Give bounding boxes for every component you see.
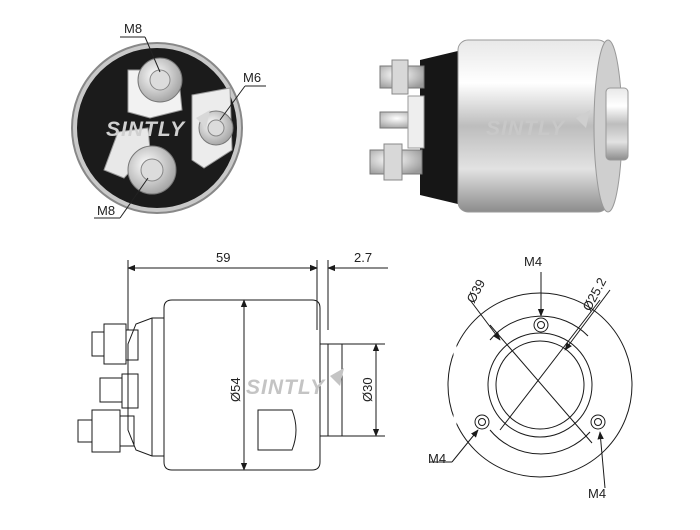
photo1-watermark: SINTLY (106, 118, 186, 141)
photo-side-view: SINTLY (369, 39, 629, 213)
drawing-watermark: SINTLY (246, 376, 326, 399)
dim-59: 59 (216, 250, 230, 265)
drawing-side-view (77, 260, 388, 471)
photo2-watermark: SINTLY (486, 117, 566, 140)
drawing-end-view (430, 272, 633, 489)
brand-mark-icon-2 (576, 110, 590, 128)
callout-m8-bottom: M8 (97, 203, 115, 218)
dim-o54: Ø54 (228, 377, 243, 402)
dim-right-m4: M4 (588, 486, 606, 501)
dim-top-m4: M4 (524, 254, 542, 269)
callout-m8-top: M8 (124, 21, 142, 36)
brand-mark-icon (196, 110, 210, 128)
dim-2-7: 2.7 (354, 250, 372, 265)
photo-end-view: SINTLY M8 M6 M8 (71, 21, 266, 219)
callout-m6: M6 (243, 70, 261, 85)
dim-o25-2: Ø25.2 (579, 275, 609, 313)
dim-o30: Ø30 (360, 377, 375, 402)
dim-left-m4: M4 (428, 451, 446, 466)
brand-mark-icon-3 (330, 368, 344, 386)
dim-o39: Ø39 (463, 277, 488, 306)
